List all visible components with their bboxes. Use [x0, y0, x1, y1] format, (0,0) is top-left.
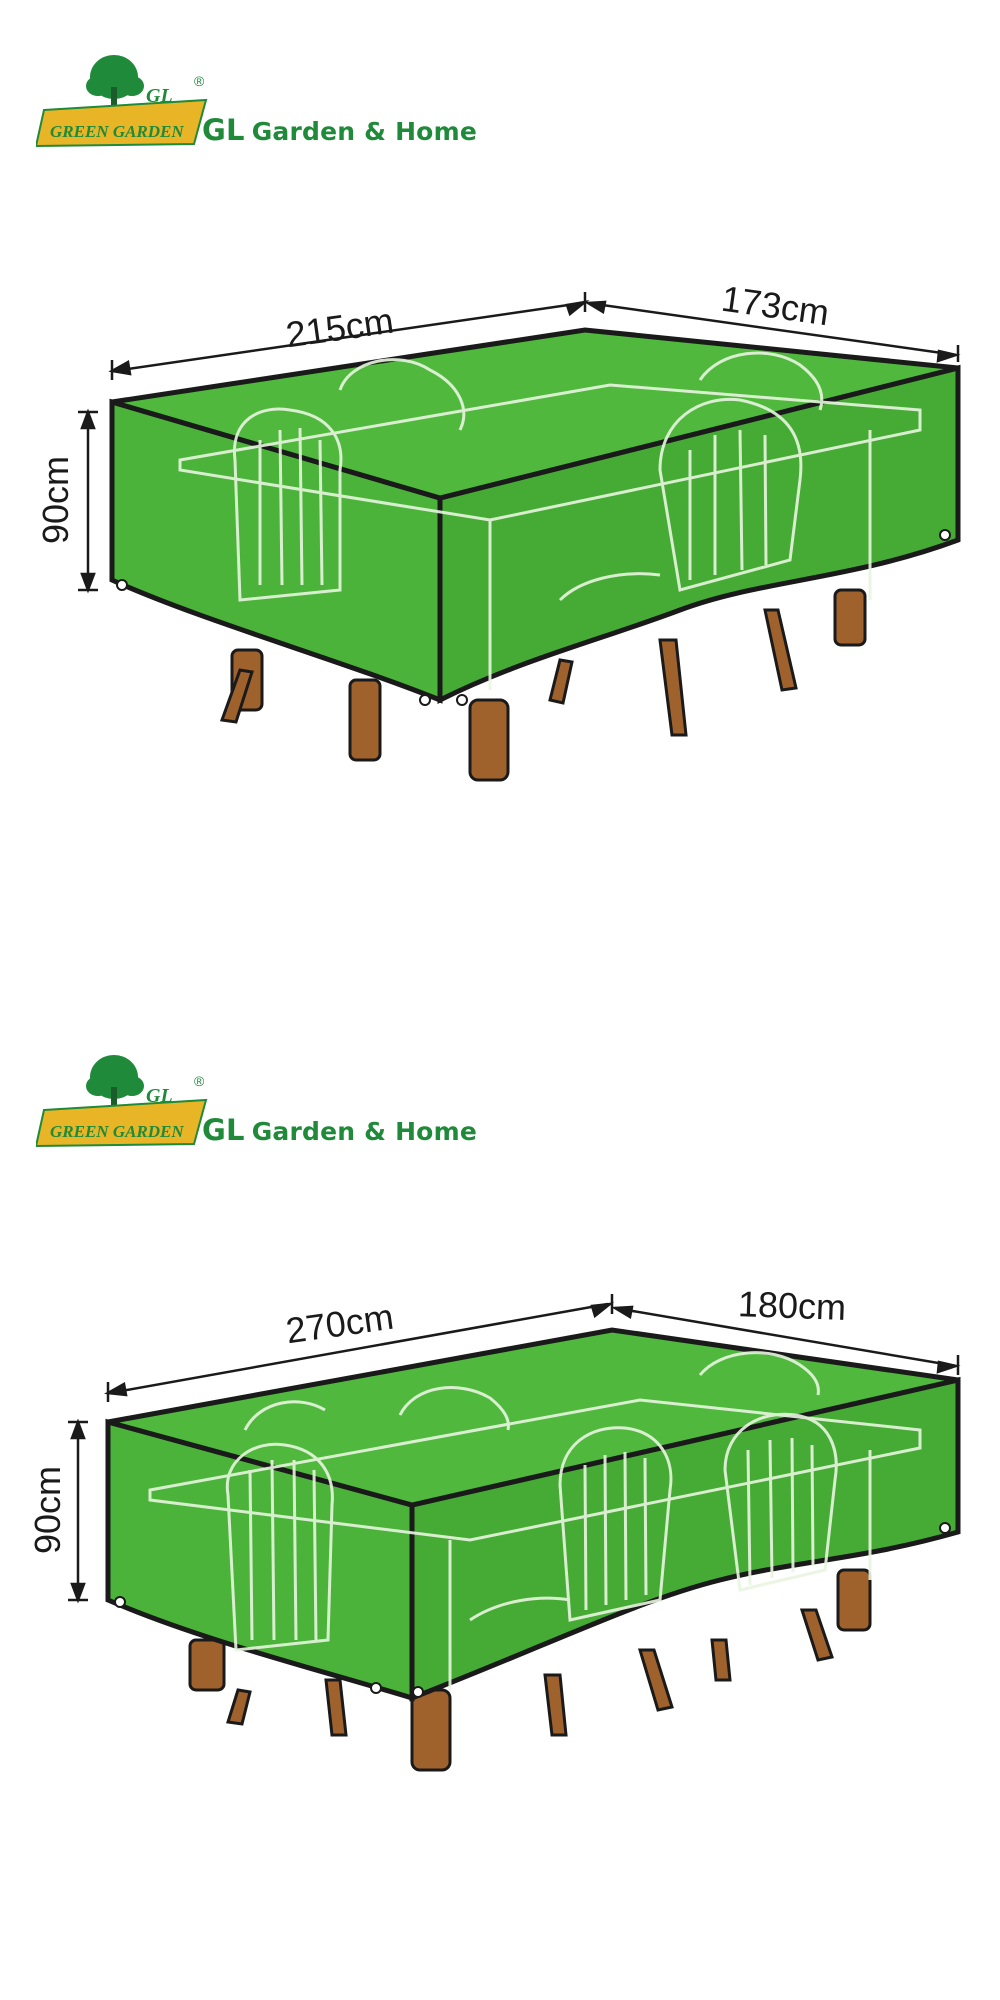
cover-top-face	[111, 327, 959, 501]
logo-tree-trunk	[111, 1087, 117, 1111]
brand-gl: GL	[202, 1113, 245, 1147]
chair-leg	[763, 608, 798, 692]
brand-gl: GL	[202, 113, 245, 147]
arrowhead	[108, 360, 132, 376]
table-leg	[468, 698, 510, 782]
chair-leg	[548, 658, 574, 705]
arrowhead	[80, 572, 96, 594]
chair-leg	[710, 1638, 732, 1682]
table-leg	[836, 1568, 872, 1632]
grommet	[114, 1596, 126, 1608]
arrowhead	[936, 1360, 961, 1374]
chair-outline	[558, 1426, 673, 1622]
green-garden-logo: GL GREEN GARDEN ®	[36, 1055, 208, 1148]
green-garden-logo: GL GREEN GARDEN ®	[36, 55, 208, 148]
cover-side-face	[409, 1376, 961, 1702]
chair-outline	[232, 407, 343, 602]
table-legs	[219, 588, 867, 782]
table-top-outline	[148, 1398, 922, 1542]
table-legs	[188, 1568, 872, 1772]
chair-leg	[637, 1648, 674, 1712]
cover-front-face	[105, 1418, 415, 1702]
logo-gl-text: GL	[146, 1085, 173, 1107]
arrowhead	[70, 1418, 86, 1440]
chair-outline	[698, 1351, 820, 1396]
dimension-height-label: 90cm	[27, 1466, 68, 1554]
logo-gl-text: GL	[146, 85, 173, 107]
dimension-length-label: 215cm	[283, 300, 396, 356]
grommets	[114, 1522, 951, 1698]
arrowhead	[70, 1582, 86, 1604]
logo-tree-trunk	[111, 87, 117, 111]
logo-badge-shape	[36, 1098, 208, 1148]
registered-mark: ®	[194, 73, 205, 89]
chair-leg	[226, 1688, 252, 1726]
table-cover-diagram-1: 215cm 173cm 90cm	[35, 278, 961, 782]
chair-outline	[398, 1386, 510, 1431]
logo-green-garden-text: GREEN GARDEN	[50, 122, 184, 141]
grommet	[116, 579, 128, 591]
dimension-length	[104, 1294, 615, 1402]
logo-badge-shape	[36, 98, 208, 148]
chair-outline	[243, 1400, 326, 1431]
chair-outline	[698, 351, 824, 411]
dimension-width	[610, 1305, 961, 1375]
chair-outline	[338, 358, 466, 431]
arrowhead	[80, 408, 96, 430]
grommet	[370, 1682, 382, 1694]
dimension-height	[68, 1418, 88, 1604]
grommet	[939, 1522, 951, 1534]
arrowhead	[936, 349, 961, 363]
arrowhead	[583, 300, 607, 314]
grommet	[939, 529, 951, 541]
cover-side-face	[437, 364, 961, 705]
chair-leg	[799, 1608, 834, 1662]
dimension-length-label: 270cm	[283, 1296, 396, 1352]
dimension-width	[583, 300, 961, 363]
arrowhead	[104, 1382, 128, 1397]
arrowhead	[610, 1305, 634, 1319]
brand-tagline-text: Garden & Home	[251, 1117, 477, 1146]
logo-green-garden-text: GREEN GARDEN	[50, 1122, 184, 1141]
chair-leg	[658, 638, 688, 737]
grommets	[116, 529, 951, 706]
chair-outline	[723, 1412, 838, 1592]
chair-outline	[658, 397, 803, 592]
table-cover-diagram-2: 270cm 180cm 90cm	[27, 1283, 961, 1772]
table-leg	[348, 678, 382, 762]
grommet	[412, 1686, 424, 1698]
chair-outline	[225, 1442, 334, 1652]
chair-leg	[219, 668, 254, 724]
table-top-outline	[178, 383, 922, 522]
chair-leg	[543, 1673, 568, 1737]
dimension-height	[78, 408, 98, 594]
dimension-height-label: 90cm	[35, 456, 76, 544]
grommet	[419, 694, 431, 706]
furniture-outline	[178, 351, 922, 690]
grommet	[456, 694, 468, 706]
arrowhead	[590, 1302, 615, 1319]
registered-mark: ®	[194, 1073, 205, 1089]
brand-tagline-text: Garden & Home	[251, 117, 477, 146]
chair-leg	[324, 1678, 348, 1737]
arrowhead	[565, 299, 590, 317]
furniture-outline	[148, 1351, 922, 1690]
table-leg	[833, 588, 867, 647]
dimension-width-label: 180cm	[737, 1283, 846, 1328]
table-leg	[410, 1688, 452, 1772]
dimension-length	[108, 292, 590, 380]
table-leg	[188, 1638, 226, 1692]
